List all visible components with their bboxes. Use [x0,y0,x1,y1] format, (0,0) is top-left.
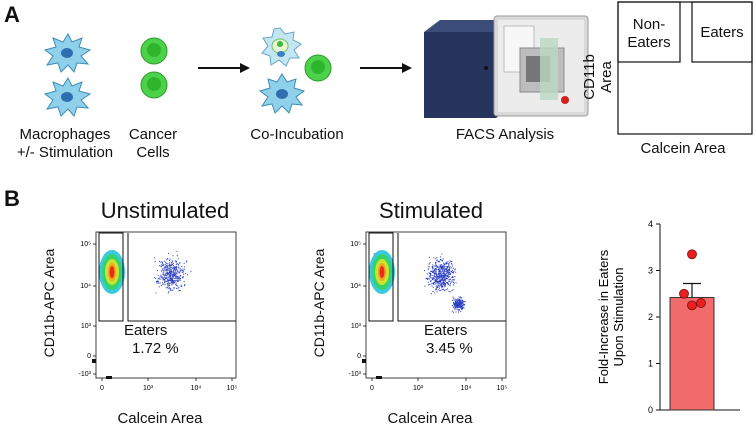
x-tick-label: 10⁵ [227,385,238,392]
bar [669,296,715,411]
gate-label: Eaters [124,322,168,339]
data-point [696,298,706,308]
gate-percent: 1.72 % [132,340,179,357]
flow-plot-stimulated: 10⁵ 10⁴ 10³ 0 -10³ 0 10³ 10⁴ 10⁵ [349,231,508,392]
plot-title-unstimulated: Unstimulated [100,198,230,223]
y-tick-label: 10⁴ [350,283,361,290]
x-tick-label: 0 [100,385,104,392]
facs-analysis-label: FACS Analysis [455,126,555,143]
y-tick-label: 1 [648,359,653,369]
facs-machine-icon [424,15,589,118]
macrophages-label-line2: +/- Stimulation [16,144,114,161]
gate-schematic [617,1,753,135]
scatter-points [99,250,192,294]
y-tick-label: 10⁵ [80,241,91,248]
y-tick-label: 0 [648,405,653,415]
x-tick-label: 10⁵ [497,385,508,392]
co-incubation-icon [258,27,332,114]
plot-frame [365,231,507,379]
plot-frame [95,231,237,379]
data-point [687,300,697,311]
y-tick-label: -10³ [79,371,92,378]
y-tick-label: 2 [648,312,653,322]
chart-ylabel: Fold-Increase in EatersUpon Stimulation [596,249,626,384]
y-tick-label: 10³ [351,323,362,330]
gate-schematic-ylabel: CD11b Area [581,54,615,100]
y-tick-label: 10³ [81,323,92,330]
macrophage-icon [43,32,92,117]
plot-xlabel: Calcein Area [387,410,473,427]
data-point [679,288,689,299]
non-eaters-gate [368,232,394,322]
macrophages-label-line1: Macrophages [19,126,111,143]
y-tick-label: 3 [648,266,653,276]
plot-ylabel: CD11b-APC Area [41,248,57,358]
gate-percent: 3.45 % [426,340,473,357]
non-eaters-gate-label: Non- Eaters [618,16,680,52]
data-point [687,249,697,260]
gate-schematic-xlabel: Calcein Area [640,140,726,157]
non-eaters-line1: Non- [632,16,666,33]
y-tick-label: 0 [87,353,91,360]
non-eaters-gate [98,232,124,322]
eaters-gate-label: Eaters [700,24,744,41]
flow-plot-unstimulated: 10⁵ 10⁴ 10³ 0 -10³ 0 10³ 10⁴ 10⁵ [79,231,238,392]
cancer-cell-icon [140,37,168,99]
y-tick-label: 4 [648,219,653,229]
gate-label: Eaters [424,322,468,339]
plot-title-stimulated: Stimulated [379,198,483,223]
y-tick-label: 0 [357,353,361,360]
x-tick-label: 10⁴ [461,385,472,392]
panel-a-letter: A [4,2,20,27]
arrow-icon [198,63,250,73]
macrophages-label: Macrophages +/- Stimulation [0,126,130,162]
panel-b-letter: B [4,186,20,211]
x-tick-label: 10³ [143,385,154,392]
cancer-cells-label-line1: Cancer [128,126,178,143]
y-tick-label: -10³ [349,371,362,378]
scatter-points [369,250,467,313]
x-tick-label: 10⁴ [191,385,202,392]
non-eaters-line2: Eaters [627,34,671,51]
plot-xlabel: Calcein Area [117,410,203,427]
eaters-gate [397,233,506,322]
y-tick-label: 10⁴ [80,283,91,290]
x-tick-label: 10³ [413,385,424,392]
x-tick-label: 0 [370,385,374,392]
y-tick-label: 10⁵ [350,241,361,248]
arrow-icon [360,63,412,73]
plot-ylabel: CD11b-APC Area [311,248,327,358]
eaters-gate [127,233,236,322]
cancer-cells-label-line2: Cells [136,144,170,161]
co-incubation-label: Co-Incubation [250,126,344,143]
cancer-cells-label: Cancer Cells [118,126,188,162]
